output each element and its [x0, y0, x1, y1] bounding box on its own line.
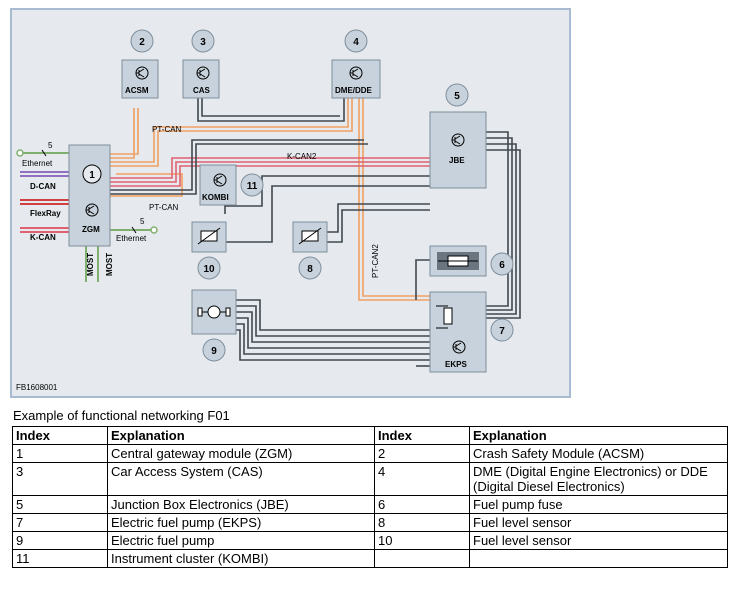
ekps-number: 7: [499, 326, 505, 337]
table-cell: Crash Safety Module (ACSM): [469, 444, 728, 463]
network-diagram: 1 ZGM 2 ACSM 3 CAS 4 DME/DDE 5 JBE KOMBI…: [10, 8, 571, 398]
jbe-number: 5: [454, 91, 460, 102]
table-row: 3 Car Access System (CAS) 4 DME (Digital…: [12, 462, 728, 496]
fuse-number-circle: [490, 252, 514, 276]
pt-can-label: PT-CAN: [152, 125, 182, 134]
cas-label: CAS: [193, 86, 211, 95]
table-cell: 11: [12, 549, 108, 568]
table-cell: Junction Box Electronics (JBE): [107, 495, 375, 514]
zgm-number: [82, 164, 102, 184]
zgm-num-text: 1: [89, 170, 95, 181]
table-cell: DME (Digital Engine Electronics) or DDE …: [469, 462, 728, 496]
table-row: 5 Junction Box Electronics (JBE) 6 Fuel …: [12, 495, 728, 514]
kombi-number: 11: [247, 181, 258, 192]
header-index-2: Index: [374, 426, 470, 445]
ethernet-right-label: Ethernet: [116, 234, 147, 243]
table-cell: Electric fuel pump (EKPS): [107, 513, 375, 532]
d-can-label: D-CAN: [30, 182, 56, 191]
cas-number: 3: [200, 37, 206, 48]
figure-code: FB1608001: [16, 383, 58, 392]
jbe-number-circle: [445, 83, 469, 107]
ekps-box: [429, 291, 487, 373]
pump9-number: 9: [211, 346, 217, 357]
fuse-number: 6: [499, 260, 505, 271]
k-can2-label: K-CAN2: [287, 152, 317, 161]
pt-can-label-2: PT-CAN: [149, 203, 179, 212]
zgm-box: [68, 144, 111, 247]
ethernet-left-label: Ethernet: [22, 159, 53, 168]
figure-caption: Example of functional networking F01: [13, 408, 230, 423]
table-cell: 2: [374, 444, 470, 463]
five-right-label: 5: [140, 217, 145, 226]
table-cell: 4: [374, 462, 470, 496]
jbe-label: JBE: [449, 156, 465, 165]
table-cell: 9: [12, 531, 108, 550]
dme-number: 4: [353, 37, 359, 48]
table-cell: Instrument cluster (KOMBI): [107, 549, 375, 568]
kombi-box: [199, 164, 237, 206]
ekps-label: EKPS: [445, 360, 467, 369]
most-label-1: MOST: [86, 253, 95, 276]
table-row: 1 Central gateway module (ZGM) 2 Crash S…: [12, 444, 728, 463]
table-cell: Fuel level sensor: [469, 531, 728, 550]
header-explanation-1: Explanation: [107, 426, 375, 445]
sensor8-number-circle: [298, 256, 322, 280]
zgm-label: ZGM: [82, 225, 100, 234]
table-cell: Fuel pump fuse: [469, 495, 728, 514]
table-header-row: Index Explanation Index Explanation: [12, 426, 728, 445]
table-cell: Electric fuel pump: [107, 531, 375, 550]
five-left-label: 5: [48, 141, 53, 150]
most-label-2: MOST: [105, 253, 114, 276]
sensor8-number: 8: [307, 264, 313, 275]
table-cell: Central gateway module (ZGM): [107, 444, 375, 463]
dme-label: DME/DDE: [335, 86, 373, 95]
jbe-box: [429, 111, 487, 189]
acsm-number: 2: [139, 37, 145, 48]
flexray-label: FlexRay: [30, 209, 61, 218]
kombi-label: KOMBI: [202, 193, 229, 202]
table-row: 9 Electric fuel pump 10 Fuel level senso…: [12, 531, 728, 550]
table-cell: 3: [12, 462, 108, 496]
table-cell: [469, 549, 728, 568]
table-cell: 7: [12, 513, 108, 532]
kombi-number-circle: [240, 173, 264, 197]
pump9-number-circle: [202, 338, 226, 362]
k-can-label: K-CAN: [30, 233, 56, 242]
sensor10-number: 10: [203, 264, 215, 275]
pt-can2-label: PT-CAN2: [371, 244, 380, 278]
acsm-number-circle: [130, 29, 154, 53]
ekps-number-circle: [490, 318, 514, 342]
sensor10-number-circle: [197, 256, 221, 280]
table-cell: 1: [12, 444, 108, 463]
dme-number-circle: [344, 29, 368, 53]
table-cell: 8: [374, 513, 470, 532]
legend-table: Index Explanation Index Explanation 1 Ce…: [12, 426, 728, 568]
header-explanation-2: Explanation: [469, 426, 728, 445]
table-row: 11 Instrument cluster (KOMBI): [12, 549, 728, 568]
header-index-1: Index: [12, 426, 108, 445]
table-row: 7 Electric fuel pump (EKPS) 8 Fuel level…: [12, 513, 728, 532]
table-cell: Car Access System (CAS): [107, 462, 375, 496]
table-cell: Fuel level sensor: [469, 513, 728, 532]
table-cell: 5: [12, 495, 108, 514]
acsm-label: ACSM: [125, 86, 149, 95]
cas-number-circle: [191, 29, 215, 53]
table-cell: [374, 549, 470, 568]
table-cell: 6: [374, 495, 470, 514]
table-cell: 10: [374, 531, 470, 550]
